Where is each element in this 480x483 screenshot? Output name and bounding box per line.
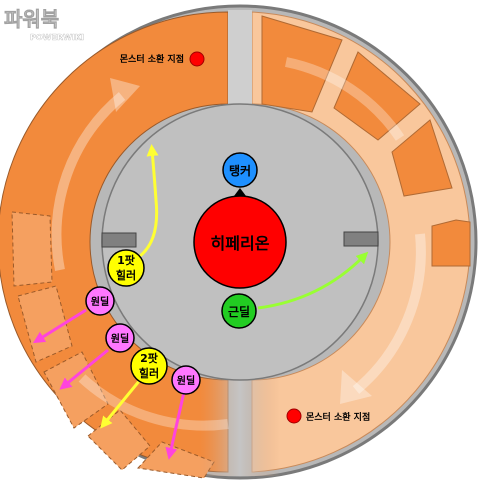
rotation-guide-left [51, 92, 126, 271]
ranged-c-move-arrow [165, 391, 186, 460]
ranged-dps-c-label: 원딜 [177, 374, 195, 387]
healer2-marker [130, 347, 168, 385]
right-platform-ring [251, 11, 471, 473]
ranged-dps-c-marker [171, 365, 201, 395]
healer2-label-line2: 힐러 [139, 366, 159, 380]
segment-tr-1 [261, 15, 343, 113]
ranged-dps-a-marker [85, 286, 115, 316]
slot-ll-1 [11, 211, 53, 287]
rotation-guide-right [352, 233, 426, 394]
ranged-dps-b-label: 원딜 [111, 332, 129, 345]
top-seam [228, 10, 252, 106]
tank-marker [222, 152, 258, 188]
ranged-b-move-arrow [59, 348, 109, 390]
healer1-move-arrow [139, 144, 159, 258]
left-pillar [101, 232, 137, 248]
rotation-guide-left-head [110, 78, 140, 112]
ranged-a-move-arrow [32, 308, 87, 344]
boss-facing-marker [234, 188, 246, 196]
rotation-guide-left-lower [78, 374, 229, 431]
segment-tr-3 [391, 119, 453, 197]
segment-tr-2 [333, 51, 421, 141]
spawn-point-top-label: 몬스터 소환 지점 [120, 53, 184, 65]
tank-label: 탱커 [229, 163, 251, 178]
slot-ll-3 [43, 351, 109, 429]
healer1-label-line2: 힐러 [116, 268, 136, 282]
melee-move-arrow [257, 251, 369, 310]
healer2-move-arrow [100, 379, 142, 429]
ranged-dps-a-label: 원딜 [91, 295, 109, 308]
healer1-marker [107, 249, 145, 287]
melee-dps-marker [221, 293, 257, 329]
melee-dps-label: 근딜 [228, 305, 250, 319]
spawn-point-top-dot [189, 51, 205, 67]
rotation-guide-right-head [340, 370, 372, 404]
ranged-dps-b-marker [105, 323, 135, 353]
spawn-point-bottom-dot [286, 408, 302, 424]
boss-label: 히페리온 [211, 234, 270, 253]
segment-tr-4 [431, 219, 471, 267]
spawn-point-bottom-label: 몬스터 소환 지점 [306, 411, 370, 423]
slot-ll-2 [17, 285, 73, 363]
rotation-guide-right-upper [285, 57, 405, 141]
bottom-seam [200, 370, 280, 476]
healer2-label-line1: 2팟 [140, 351, 158, 365]
watermark-sub: POWERWIKI [30, 33, 84, 42]
watermark-logo: 파워북 POWERWIKI [4, 7, 85, 42]
watermark-main: 파워북 [4, 7, 59, 31]
healer1-label-line1: 1팟 [117, 253, 135, 267]
right-pillar [343, 231, 379, 247]
